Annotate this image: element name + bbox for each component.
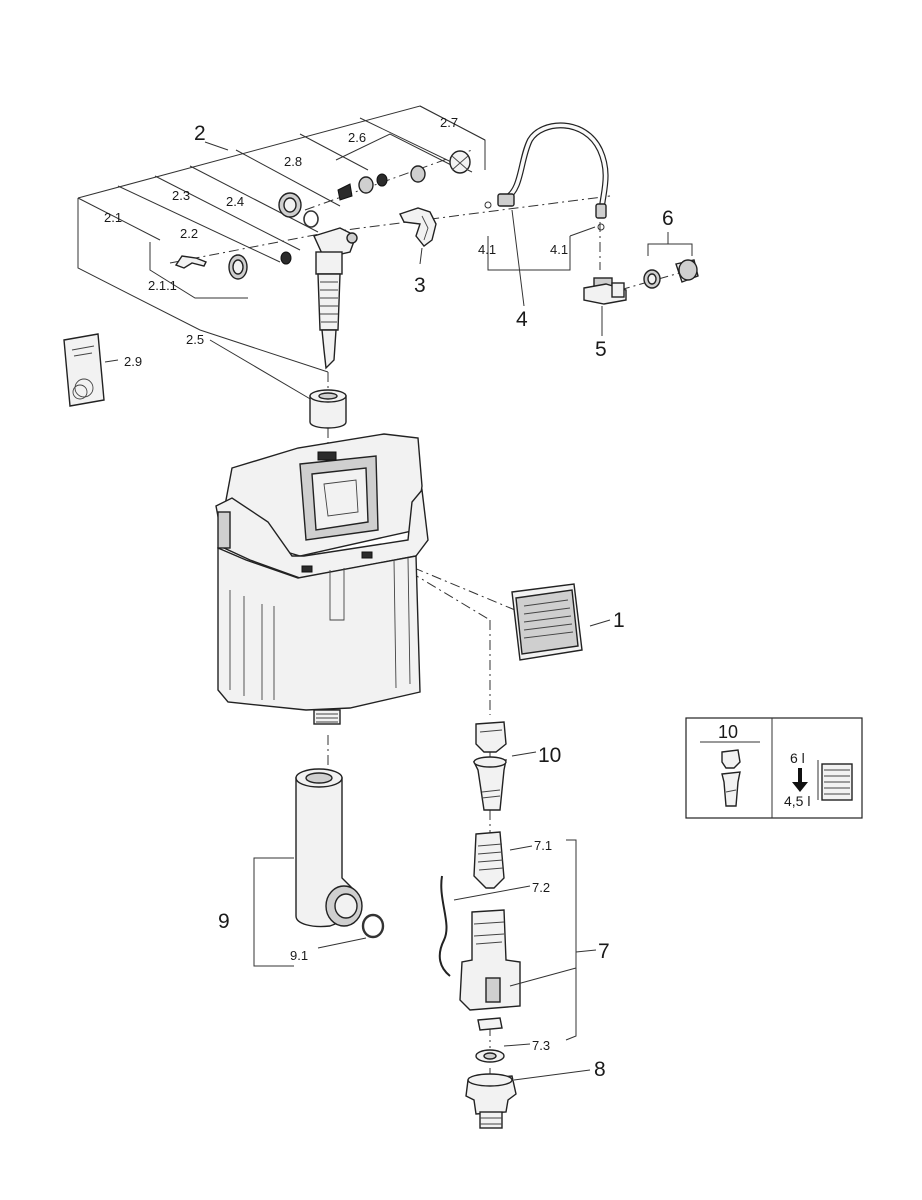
label-part-2-9: 2.9 [124, 354, 142, 369]
part-3-clip [399, 207, 437, 247]
part-9-flush-pipe [253, 768, 385, 967]
label-part-6: 6 [662, 207, 674, 230]
label-part-2-3: 2.3 [172, 188, 190, 203]
part-2-5-sleeve [309, 389, 347, 429]
part-4-braided-hose [484, 122, 609, 231]
part-10-adapters [472, 721, 537, 811]
part-2-9-service-bag [63, 333, 105, 407]
label-part-7-1: 7.1 [534, 838, 552, 853]
label-part-2-2: 2.2 [180, 226, 198, 241]
label-part-9-1: 9.1 [290, 948, 308, 963]
part-2-4-seal-ring [278, 192, 319, 228]
label-part-3: 3 [414, 274, 426, 297]
label-part-9: 9 [218, 910, 230, 933]
label-part-2-1: 2.1 [104, 210, 122, 225]
cistern-body [215, 433, 429, 725]
part-2-8-valve-bits [337, 173, 388, 201]
part-2-fill-valve [313, 227, 358, 370]
label-part-2-5: 2.5 [186, 332, 204, 347]
part-2-7-valve-caps [410, 150, 471, 183]
label-part-4: 4 [516, 308, 528, 331]
part-7-flush-valve [438, 831, 597, 1063]
label-part-2-6: 2.6 [348, 130, 366, 145]
label-part-2: 2 [194, 122, 206, 145]
part-5-angle-valve [583, 277, 627, 305]
label-part-4-1-right: 4.1 [550, 242, 568, 257]
label-part-1: 1 [613, 609, 625, 632]
part-2-3-small-fitting [280, 251, 292, 265]
label-part-2-1-1: 2.1.1 [148, 278, 177, 293]
part-8-drain-outlet [465, 1069, 591, 1129]
part-1-flush-frame [511, 583, 611, 661]
legend-volume-low: 4,5 l [784, 793, 810, 809]
volume-legend-box [685, 717, 863, 819]
label-part-2-7: 2.7 [440, 115, 458, 130]
legend-box-title: 10 [718, 722, 738, 742]
label-part-5: 5 [595, 338, 607, 361]
part-2-2-nut [228, 254, 248, 280]
label-part-10: 10 [538, 744, 561, 767]
label-part-7-3: 7.3 [532, 1038, 550, 1053]
label-part-7: 7 [598, 940, 610, 963]
label-part-8: 8 [594, 1058, 606, 1081]
assembly-axis-lines [169, 149, 691, 1075]
group-2-frame [77, 105, 693, 401]
part-labels: 1 2 2.1 2.1.1 2.2 2.3 2.4 2.5 2.6 2.7 2.… [104, 115, 810, 1081]
label-part-7-2: 7.2 [532, 880, 550, 895]
part-2-1-lever-hook [174, 255, 207, 269]
part-6-fittings [643, 259, 699, 289]
legend-volume-high: 6 l [790, 750, 805, 766]
label-part-2-4: 2.4 [226, 194, 244, 209]
label-part-4-1-left: 4.1 [478, 242, 496, 257]
label-part-2-8: 2.8 [284, 154, 302, 169]
